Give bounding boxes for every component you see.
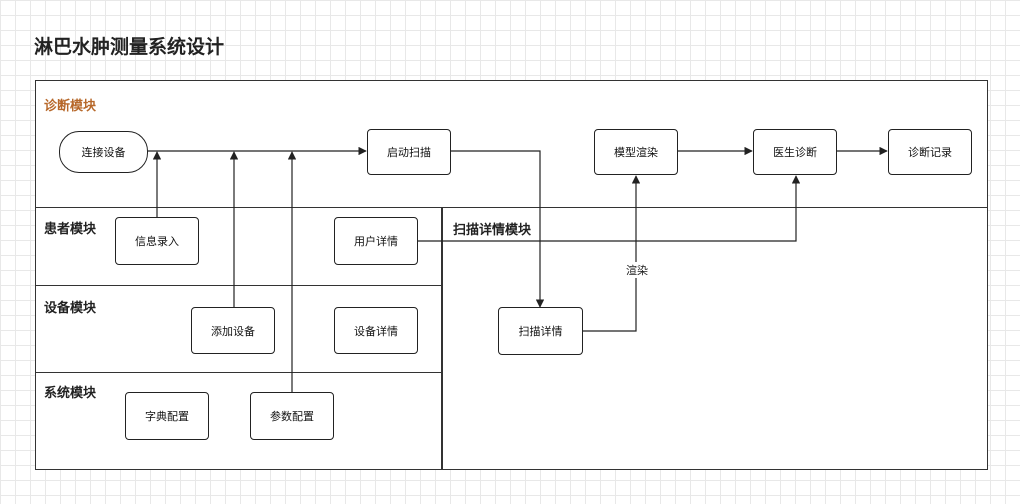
node-scan-detail-label: 扫描详情 bbox=[518, 325, 563, 338]
edge-scan-detail-to-model-render bbox=[583, 175, 641, 332]
node-device-detail[interactable]: 设备详情 bbox=[334, 307, 418, 354]
node-connect-device[interactable]: 连接设备 bbox=[59, 131, 148, 173]
node-connect-device-label: 连接设备 bbox=[81, 146, 126, 159]
node-info-entry-label: 信息录入 bbox=[135, 235, 179, 248]
node-param-config[interactable]: 参数配置 bbox=[250, 392, 334, 440]
edge-label-render: 渲染 bbox=[625, 262, 649, 278]
node-dict-config[interactable]: 字典配置 bbox=[125, 392, 209, 440]
section-label-system: 系统模块 bbox=[44, 386, 97, 401]
node-user-detail[interactable]: 用户详情 bbox=[334, 217, 418, 265]
divider-left-right bbox=[441, 207, 443, 470]
divider-patient-bottom bbox=[35, 285, 442, 286]
node-add-device-label: 添加设备 bbox=[211, 324, 255, 338]
section-label-scan-detail: 扫描详情模块 bbox=[453, 223, 532, 238]
node-model-render[interactable]: 模型渲染 bbox=[594, 129, 678, 175]
node-diagnosis-record-label: 诊断记录 bbox=[908, 146, 952, 159]
node-device-detail-label: 设备详情 bbox=[354, 324, 398, 338]
node-diagnosis-record[interactable]: 诊断记录 bbox=[888, 129, 972, 175]
edge-start-scan-to-scan-detail bbox=[451, 150, 545, 308]
node-user-detail-label: 用户详情 bbox=[354, 235, 398, 248]
node-param-config-label: 参数配置 bbox=[270, 410, 314, 423]
node-dict-config-label: 字典配置 bbox=[145, 410, 189, 423]
node-start-scan[interactable]: 启动扫描 bbox=[367, 129, 451, 175]
divider-diagnosis-bottom bbox=[35, 207, 988, 208]
section-label-device: 设备模块 bbox=[44, 301, 97, 316]
node-doctor-diagnosis-label: 医生诊断 bbox=[773, 146, 817, 159]
node-doctor-diagnosis[interactable]: 医生诊断 bbox=[753, 129, 837, 175]
section-label-patient: 患者模块 bbox=[44, 222, 97, 237]
section-label-diagnosis: 诊断模块 bbox=[44, 99, 97, 114]
edge-user-detail-to-doctor bbox=[418, 175, 801, 242]
node-add-device[interactable]: 添加设备 bbox=[191, 307, 275, 354]
node-start-scan-label: 启动扫描 bbox=[387, 146, 431, 159]
node-model-render-label: 模型渲染 bbox=[614, 146, 658, 159]
page-title: 淋巴水肿测量系统设计 bbox=[34, 36, 225, 58]
divider-device-bottom bbox=[35, 372, 442, 373]
node-scan-detail[interactable]: 扫描详情 bbox=[498, 307, 583, 355]
node-info-entry[interactable]: 信息录入 bbox=[115, 217, 199, 265]
